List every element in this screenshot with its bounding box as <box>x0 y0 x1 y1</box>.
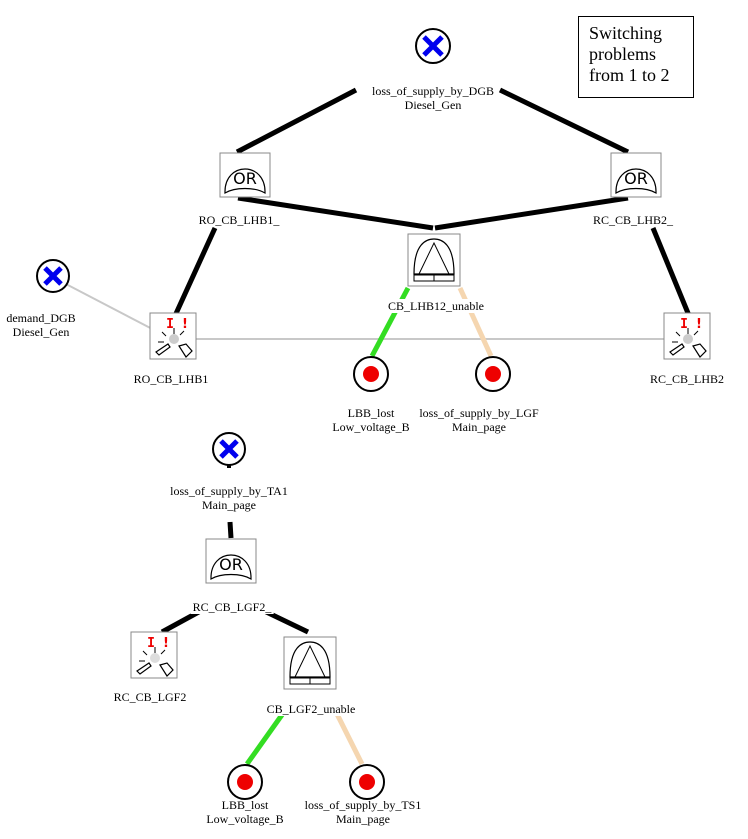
edge-top2-or2 <box>227 521 234 539</box>
edge-demand-trigleft <box>63 282 159 333</box>
label-and-mid: CB_LHB12_unable <box>386 299 486 313</box>
label-demand: demand_DGB Diesel_Gen <box>6 311 75 339</box>
basic-event-lbb2[interactable] <box>227 764 263 800</box>
trigger-3-i: I <box>147 636 155 651</box>
edge-orleft-and <box>237 195 434 231</box>
label-top2-name: loss_of_supply_by_TA1 <box>170 484 288 498</box>
label-and2: CB_LGF2_unable <box>264 702 358 716</box>
trigger-3-bang: ! <box>163 636 169 651</box>
basic-event-ts1[interactable] <box>349 764 385 800</box>
label-top2: loss_of_supply_by_TA1 Main_page <box>170 484 288 512</box>
label-trig3-name: RC_CB_LGF2 <box>113 690 187 704</box>
label-demand-name: demand_DGB <box>6 311 76 325</box>
edge-orleft-trigleft <box>171 226 218 320</box>
trigger-event-right[interactable]: I ! <box>663 312 711 360</box>
label-top-event-name: loss_of_supply_by_DGB <box>371 84 495 98</box>
label-lbb1-page: Low_voltage_B <box>332 420 410 434</box>
label-ts1-page: Main_page <box>336 812 390 826</box>
edge-orright-trigright <box>650 227 693 319</box>
edge-orright-and <box>434 195 629 231</box>
label-trig3: RC_CB_LGF2 <box>114 690 187 704</box>
or-gate-2-text: OR <box>219 555 243 574</box>
label-or2-name: RC_CB_LGF2_ <box>192 600 272 614</box>
label-ts1-name: loss_of_supply_by_TS1 <box>304 798 422 812</box>
label-lgf-name: loss_of_supply_by_LGF <box>419 406 539 420</box>
trigger-left-i: I <box>166 317 174 332</box>
trigger-right-bang: ! <box>696 317 702 332</box>
edge-top-orleft <box>235 87 358 155</box>
label-top-event: loss_of_supply_by_DGB Diesel_Gen <box>372 84 494 112</box>
note-line-3: from 1 to 2 <box>589 65 670 85</box>
label-top2-page: Main_page <box>202 498 256 512</box>
label-lbb1-name: LBB_lost <box>347 406 395 420</box>
undeveloped-event-demand[interactable] <box>36 259 70 293</box>
label-lbb2-page: Low_voltage_B <box>206 812 284 826</box>
note-line-1: Switching <box>589 23 663 43</box>
label-trig-left: RO_CB_LHB1 <box>134 372 209 386</box>
basic-event-lbb1[interactable] <box>353 356 389 392</box>
and-gate-2[interactable] <box>283 636 337 690</box>
label-trig-right-name: RC_CB_LHB2 <box>649 372 725 386</box>
label-lgf-page: Main_page <box>452 420 506 434</box>
label-ts1: loss_of_supply_by_TS1 Main_page <box>305 798 422 826</box>
label-top-event-page: Diesel_Gen <box>404 98 462 112</box>
or-gate-2[interactable]: OR <box>205 538 257 584</box>
basic-event-lgf[interactable] <box>475 356 511 392</box>
trigger-event-3[interactable]: I ! <box>130 631 178 679</box>
label-lbb2: LBB_lost Low_voltage_B <box>206 798 283 826</box>
edge-top-orright <box>498 87 630 155</box>
label-demand-page: Diesel_Gen <box>12 325 70 339</box>
edge-and2-ts1 <box>333 710 365 766</box>
note-box: Switching problems from 1 to 2 <box>578 16 694 98</box>
label-and-mid-name: CB_LHB12_unable <box>388 299 484 313</box>
label-trig-left-name: RO_CB_LHB1 <box>133 372 209 386</box>
and-gate-mid[interactable] <box>407 233 461 287</box>
label-and2-name: CB_LGF2_unable <box>266 702 356 716</box>
or-gate-right-text: OR <box>624 169 648 188</box>
label-lbb2-name: LBB_lost <box>221 798 269 812</box>
label-or-right-name: RC_CB_LHB2_ <box>592 213 674 227</box>
trigger-right-i: I <box>680 317 688 332</box>
or-gate-left[interactable]: OR <box>219 152 271 198</box>
label-trig-right: RC_CB_LHB2 <box>650 372 724 386</box>
or-gate-left-text: OR <box>233 169 257 188</box>
trigger-event-left[interactable]: I ! <box>149 312 197 360</box>
label-or2: RC_CB_LGF2_ <box>190 600 274 614</box>
edge-and2-lbb2 <box>244 710 287 766</box>
label-lbb1: LBB_lost Low_voltage_B <box>332 406 409 434</box>
or-gate-right[interactable]: OR <box>610 152 662 198</box>
label-or-left-name: RO_CB_LHB1_ <box>198 213 280 227</box>
label-or-right: RC_CB_LHB2_ <box>590 213 676 227</box>
note-line-2: problems <box>589 44 656 64</box>
trigger-left-bang: ! <box>182 317 188 332</box>
undeveloped-event-top2[interactable] <box>212 432 246 466</box>
label-or-left: RO_CB_LHB1_ <box>196 213 282 227</box>
undeveloped-event-top[interactable] <box>415 28 451 64</box>
label-lgf: loss_of_supply_by_LGF Main_page <box>419 406 538 434</box>
